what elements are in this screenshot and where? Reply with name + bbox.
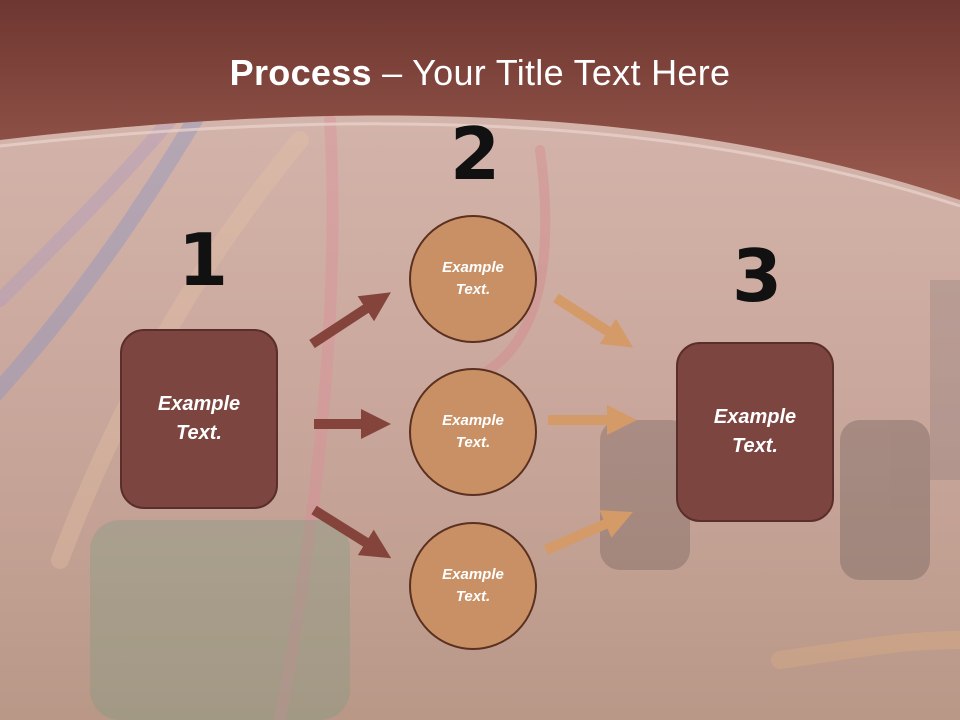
wire-pink	[274, 114, 339, 720]
right-box-label: Example Text.	[713, 406, 797, 457]
circle-top[interactable]: Example Text.	[409, 215, 537, 343]
right-box[interactable]: Example Text.	[676, 342, 834, 522]
header-band	[0, 0, 960, 200]
arrow-left-to-bottom	[311, 505, 392, 559]
circle-bottom-label: Example Text.	[442, 565, 504, 606]
title-rest: – Your Title Text Here	[371, 52, 731, 93]
circle-middle[interactable]: Example Text.	[409, 368, 537, 496]
step-number-3: 3	[732, 234, 783, 318]
left-box-label: Example Text.	[157, 393, 241, 444]
step-number-2: 2	[450, 112, 501, 196]
circle-middle-label: Example Text.	[442, 411, 504, 452]
arrow-top-to-right	[553, 293, 634, 348]
circle-bottom[interactable]: Example Text.	[409, 522, 537, 650]
step-number-1: 1	[178, 218, 229, 302]
left-box[interactable]: Example Text.	[120, 329, 278, 509]
capacitor-green	[90, 520, 350, 720]
header-curve-highlight	[0, 122, 960, 208]
component-gray	[930, 280, 960, 480]
wire-orange	[771, 631, 960, 669]
wire-lavender	[0, 113, 177, 307]
arrow-left-to-top	[309, 292, 391, 349]
arrow-bottom-to-right	[543, 510, 633, 555]
slide-title: Process – Your Title Text Here	[0, 52, 960, 94]
circle-top-label: Example Text.	[442, 258, 504, 299]
title-bold: Process	[229, 52, 372, 93]
capacitor-dark	[840, 420, 930, 580]
